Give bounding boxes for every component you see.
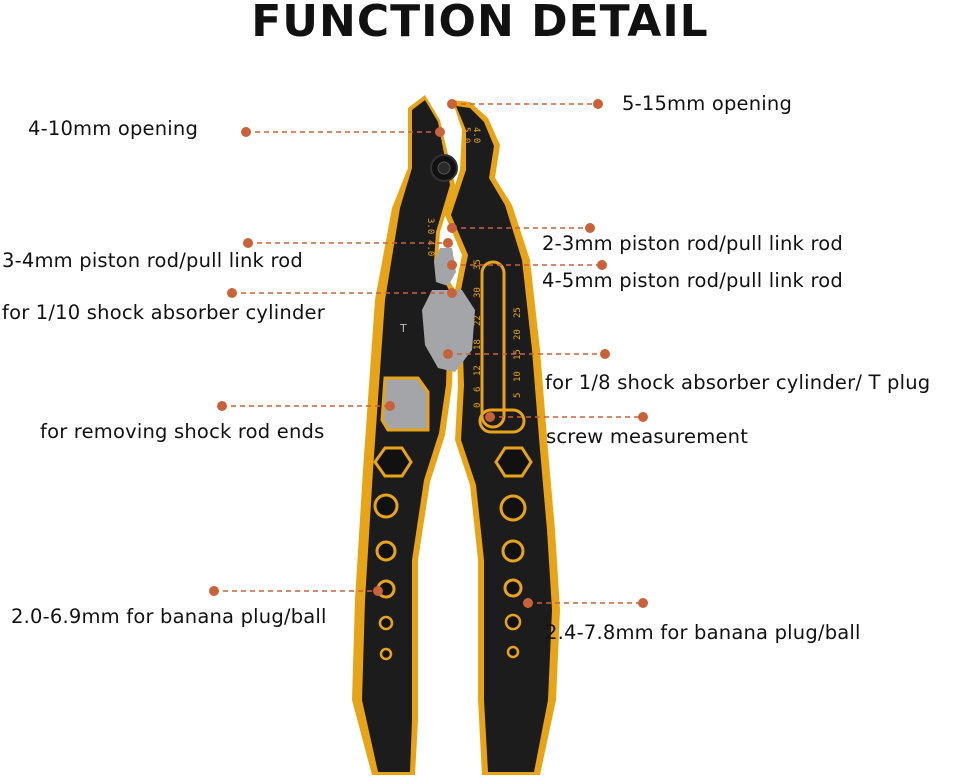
right-scale-tick: 15 — [513, 349, 523, 360]
label-5-15mm-opening: 5-15mm opening — [622, 92, 793, 115]
label-rod-ends: for removing shock rod ends — [40, 420, 325, 443]
jaw-marking-4: 4.0 — [471, 127, 481, 143]
callout-dot — [447, 260, 457, 270]
callout-dot — [597, 260, 607, 270]
measurement-slot — [480, 260, 506, 429]
right-scale-tick: 5 — [513, 393, 523, 398]
label-screw-measurement: screw measurement — [546, 425, 749, 448]
left-scale-tick: 6 — [473, 387, 483, 392]
label-4-5mm-rod: 4-5mm piston rod/pull link rod — [542, 269, 843, 292]
callout-dot — [443, 349, 453, 359]
callout-dot — [485, 412, 495, 422]
callout-dots — [209, 99, 648, 608]
label-1-10-shock: for 1/10 shock absorber cylinder — [2, 301, 325, 324]
callout-dot — [227, 288, 237, 298]
callout-dot — [523, 598, 533, 608]
page-title: FUNCTION DETAIL — [251, 0, 709, 47]
label-4-10mm-opening: 4-10mm opening — [28, 117, 199, 140]
callout-dot — [385, 401, 395, 411]
left-ball-holes — [373, 493, 399, 661]
left-scale-tick: 22 — [473, 315, 483, 326]
callout-dot — [447, 223, 457, 233]
rod-end-remover — [380, 376, 430, 432]
callout-dot — [241, 127, 251, 137]
callout-dot — [435, 127, 445, 137]
label-2-3mm-rod: 2-3mm piston rod/pull link rod — [542, 232, 843, 255]
right-scale-tick: 20 — [513, 329, 523, 340]
size-marking-3: 3.0 — [425, 218, 435, 234]
label-banana-right: 2.4-7.8mm for banana plug/ball — [545, 621, 861, 644]
left-scale-tick: 35 — [473, 259, 483, 270]
hex-socket-left — [373, 446, 413, 478]
callout-lines — [214, 103, 643, 604]
right-scale-tick: 10 — [513, 371, 523, 382]
right-scale: 25 20 15 10 5 — [513, 307, 523, 398]
callout-dot — [447, 99, 457, 109]
size-marking-4: 4.0 — [425, 240, 435, 256]
callout-dot — [243, 238, 253, 248]
right-scale-tick: 25 — [513, 307, 523, 318]
callout-dot — [443, 238, 453, 248]
label-3-4mm-rod: 3-4mm piston rod/pull link rod — [2, 249, 303, 272]
callout-dot — [373, 586, 383, 596]
callout-dot — [638, 598, 648, 608]
label-banana-left: 2.0-6.9mm for banana plug/ball — [11, 605, 327, 628]
left-scale-tick: 30 — [473, 287, 483, 298]
t-marking: T — [399, 322, 407, 335]
left-scale-tick: 0 — [473, 403, 483, 408]
hex-socket-right — [494, 446, 533, 478]
callout-dot — [209, 586, 219, 596]
callout-dot — [447, 288, 457, 298]
left-scale-tick: 12 — [473, 365, 483, 376]
callout-dot — [585, 223, 595, 233]
callout-dot — [217, 401, 227, 411]
callout-dot — [600, 349, 610, 359]
pliers-tool: 5.0 4.0 3.0 4.0 T 35 30 22 18 12 6 0 25 … — [352, 95, 560, 775]
label-1-8-shock: for 1/8 shock absorber cylinder/ T plug — [545, 371, 931, 394]
shock-cylinder-cutout — [422, 290, 475, 372]
left-scale-tick: 18 — [473, 339, 483, 350]
callout-dot — [638, 412, 648, 422]
callout-dot — [593, 99, 603, 109]
jaw-marking-5: 5.0 — [461, 127, 471, 143]
right-ball-holes — [499, 494, 527, 659]
left-scale: 35 30 22 18 12 6 0 — [473, 259, 483, 408]
